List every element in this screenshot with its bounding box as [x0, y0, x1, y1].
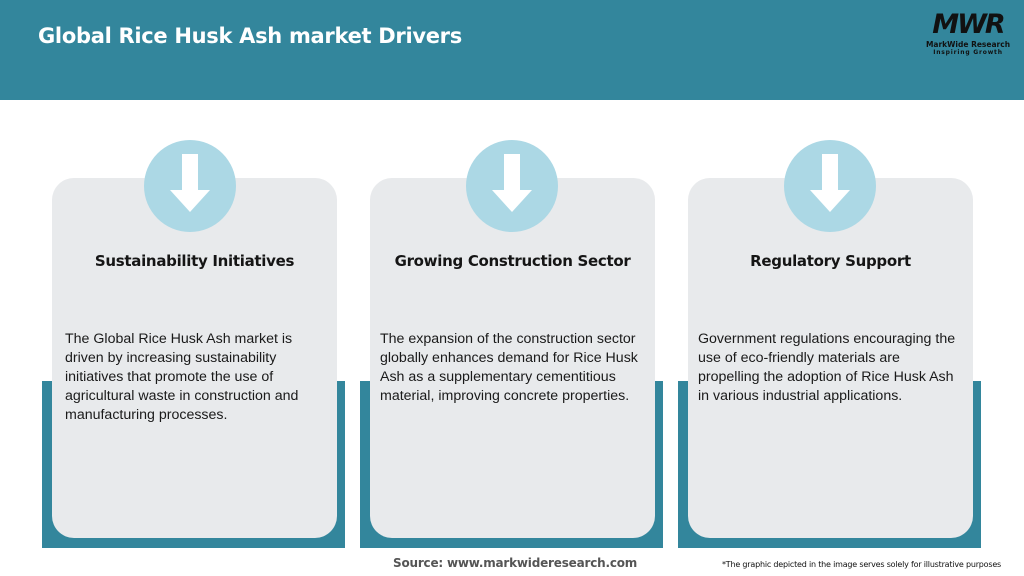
logo-mark: MWR: [932, 9, 1005, 40]
arrow-down-icon: [144, 140, 236, 232]
page-title: Global Rice Husk Ash market Drivers: [38, 24, 462, 48]
card-title: Regulatory Support: [750, 252, 911, 270]
disclaimer-note: *The graphic depicted in the image serve…: [722, 560, 1002, 569]
card-title: Sustainability Initiatives: [94, 252, 295, 270]
card-description: Government regulations encouraging the u…: [698, 331, 956, 404]
logo-tagline: Inspiring Growth: [933, 49, 1003, 56]
driver-card-regulatory: [688, 178, 973, 538]
card-description: The expansion of the construction sector…: [380, 331, 638, 404]
header-banner: Global Rice Husk Ash market Drivers MWR …: [0, 0, 1024, 100]
markwide-logo: MWR MarkWide Research Inspiring Growth: [922, 10, 1014, 60]
arrow-down-icon: [466, 140, 558, 232]
source-credit: Source: www.markwideresearch.com: [393, 556, 638, 570]
card-description: The Global Rice Husk Ash market is drive…: [65, 331, 299, 423]
logo-name: MarkWide Research: [925, 40, 1011, 49]
arrow-down-icon: [784, 140, 876, 232]
driver-card-sustainability: [52, 178, 337, 538]
driver-card-construction: [370, 178, 655, 538]
card-title: Growing Construction Sector: [394, 252, 631, 270]
